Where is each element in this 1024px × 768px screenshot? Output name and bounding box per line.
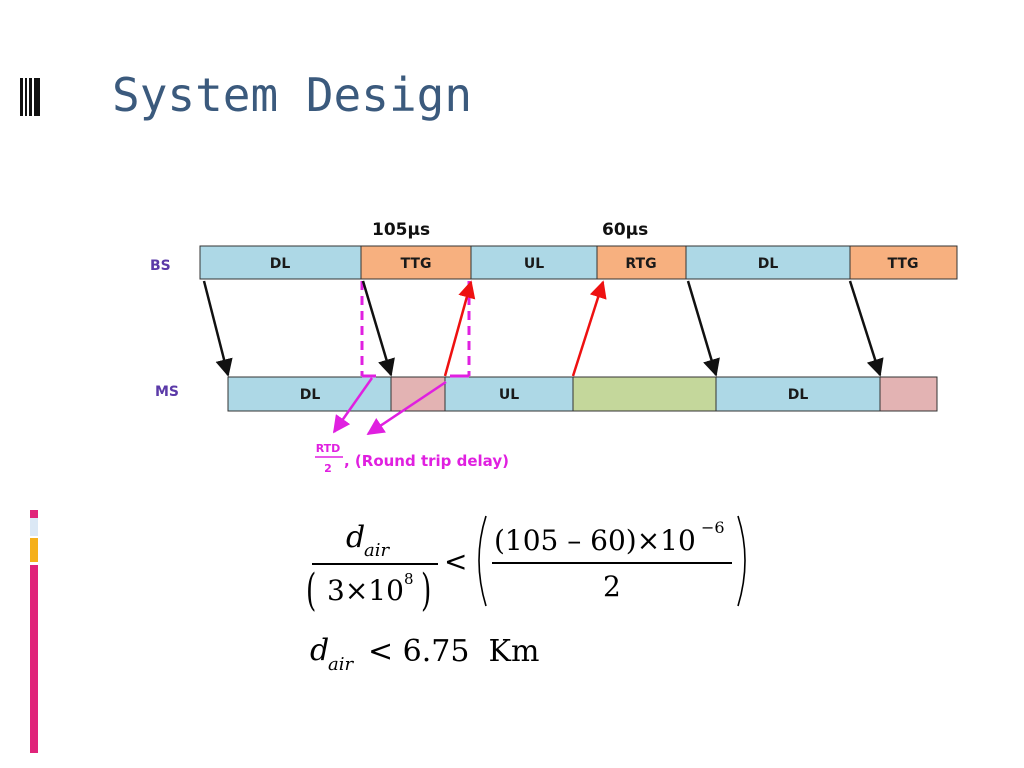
ms-row: DL UL DL (227, 376, 938, 412)
eq1-lhs-paren-left: ( (306, 565, 317, 616)
eq1-lhs-sub: air (364, 540, 390, 561)
ms-segment-gap-1 (390, 376, 446, 412)
bs-row-label: BS (150, 258, 171, 274)
ttg-duration-label: 105μs (372, 220, 430, 240)
eq2-sub: air (328, 654, 354, 675)
eq1-lhs-paren-right: ) (421, 565, 432, 616)
eq1-lhs-fraction-line (312, 563, 438, 565)
rtd-arrow-2 (366, 380, 447, 436)
rtd-numerator: RTD (316, 442, 341, 455)
bs-label-dl-2: DL (758, 256, 779, 272)
rtg-duration-label: 60μs (602, 220, 648, 240)
accent-bar-pink (30, 565, 38, 753)
slide-title: System Design (112, 68, 473, 122)
rtd-caption: , (Round trip delay) (344, 452, 509, 470)
ms-label-dl-2: DL (788, 387, 809, 403)
bs-row: DL TTG UL RTG DL TTG (199, 245, 958, 280)
bs-segment-ttg-2 (849, 245, 958, 280)
dl-arrow-2 (361, 280, 395, 377)
eq2-result: < 6.75 Km (368, 634, 540, 669)
eq1-lhs-var: d (346, 520, 366, 555)
ms-row-label: MS (155, 384, 179, 400)
dl-arrow-3 (686, 280, 720, 377)
ul-arrow-2 (571, 280, 607, 377)
bs-segment-dl-1 (199, 245, 362, 280)
eq1-rhs-num: (105 – 60)×10 (494, 524, 696, 557)
bs-label-rtg: RTG (625, 256, 656, 272)
eq1-operator: < (444, 545, 468, 578)
eq2-var: d (310, 633, 330, 668)
accent-bar-orange (30, 538, 38, 562)
eq1-rhs-fraction-line (492, 562, 732, 564)
ms-segment-gap-2 (572, 376, 717, 412)
ms-label-ul: UL (499, 387, 519, 403)
ms-segment-dl-2 (715, 376, 881, 412)
bs-label-ul: UL (524, 256, 544, 272)
eq1-rhs-parens (478, 515, 746, 607)
rtd-arrow-1 (332, 377, 374, 434)
eq1-rhs-num-exp: −6 (701, 518, 725, 537)
bs-segment-dl-2 (685, 245, 851, 280)
dl-arrow-4 (848, 280, 884, 377)
ul-arrow-1 (443, 280, 476, 377)
eq1-lhs-den-exp: 8 (404, 570, 414, 588)
title-bullet-icon (20, 78, 42, 116)
ms-label-dl-1: DL (300, 387, 321, 403)
bs-label-dl-1: DL (270, 256, 291, 272)
accent-bar-pink-top (30, 510, 38, 518)
accent-bar-light (30, 518, 38, 536)
eq1-lhs-den: 3×10 (327, 574, 404, 607)
dl-arrow-1 (202, 280, 233, 377)
ms-segment-ul (444, 376, 574, 412)
rtd-denominator: 2 (324, 462, 332, 475)
bs-label-ttg-2: TTG (888, 256, 919, 272)
bs-label-ttg-1: TTG (401, 256, 432, 272)
ms-segment-gap-3 (879, 376, 938, 412)
ms-segment-dl-1 (227, 376, 392, 412)
eq1-rhs-den: 2 (603, 570, 621, 603)
